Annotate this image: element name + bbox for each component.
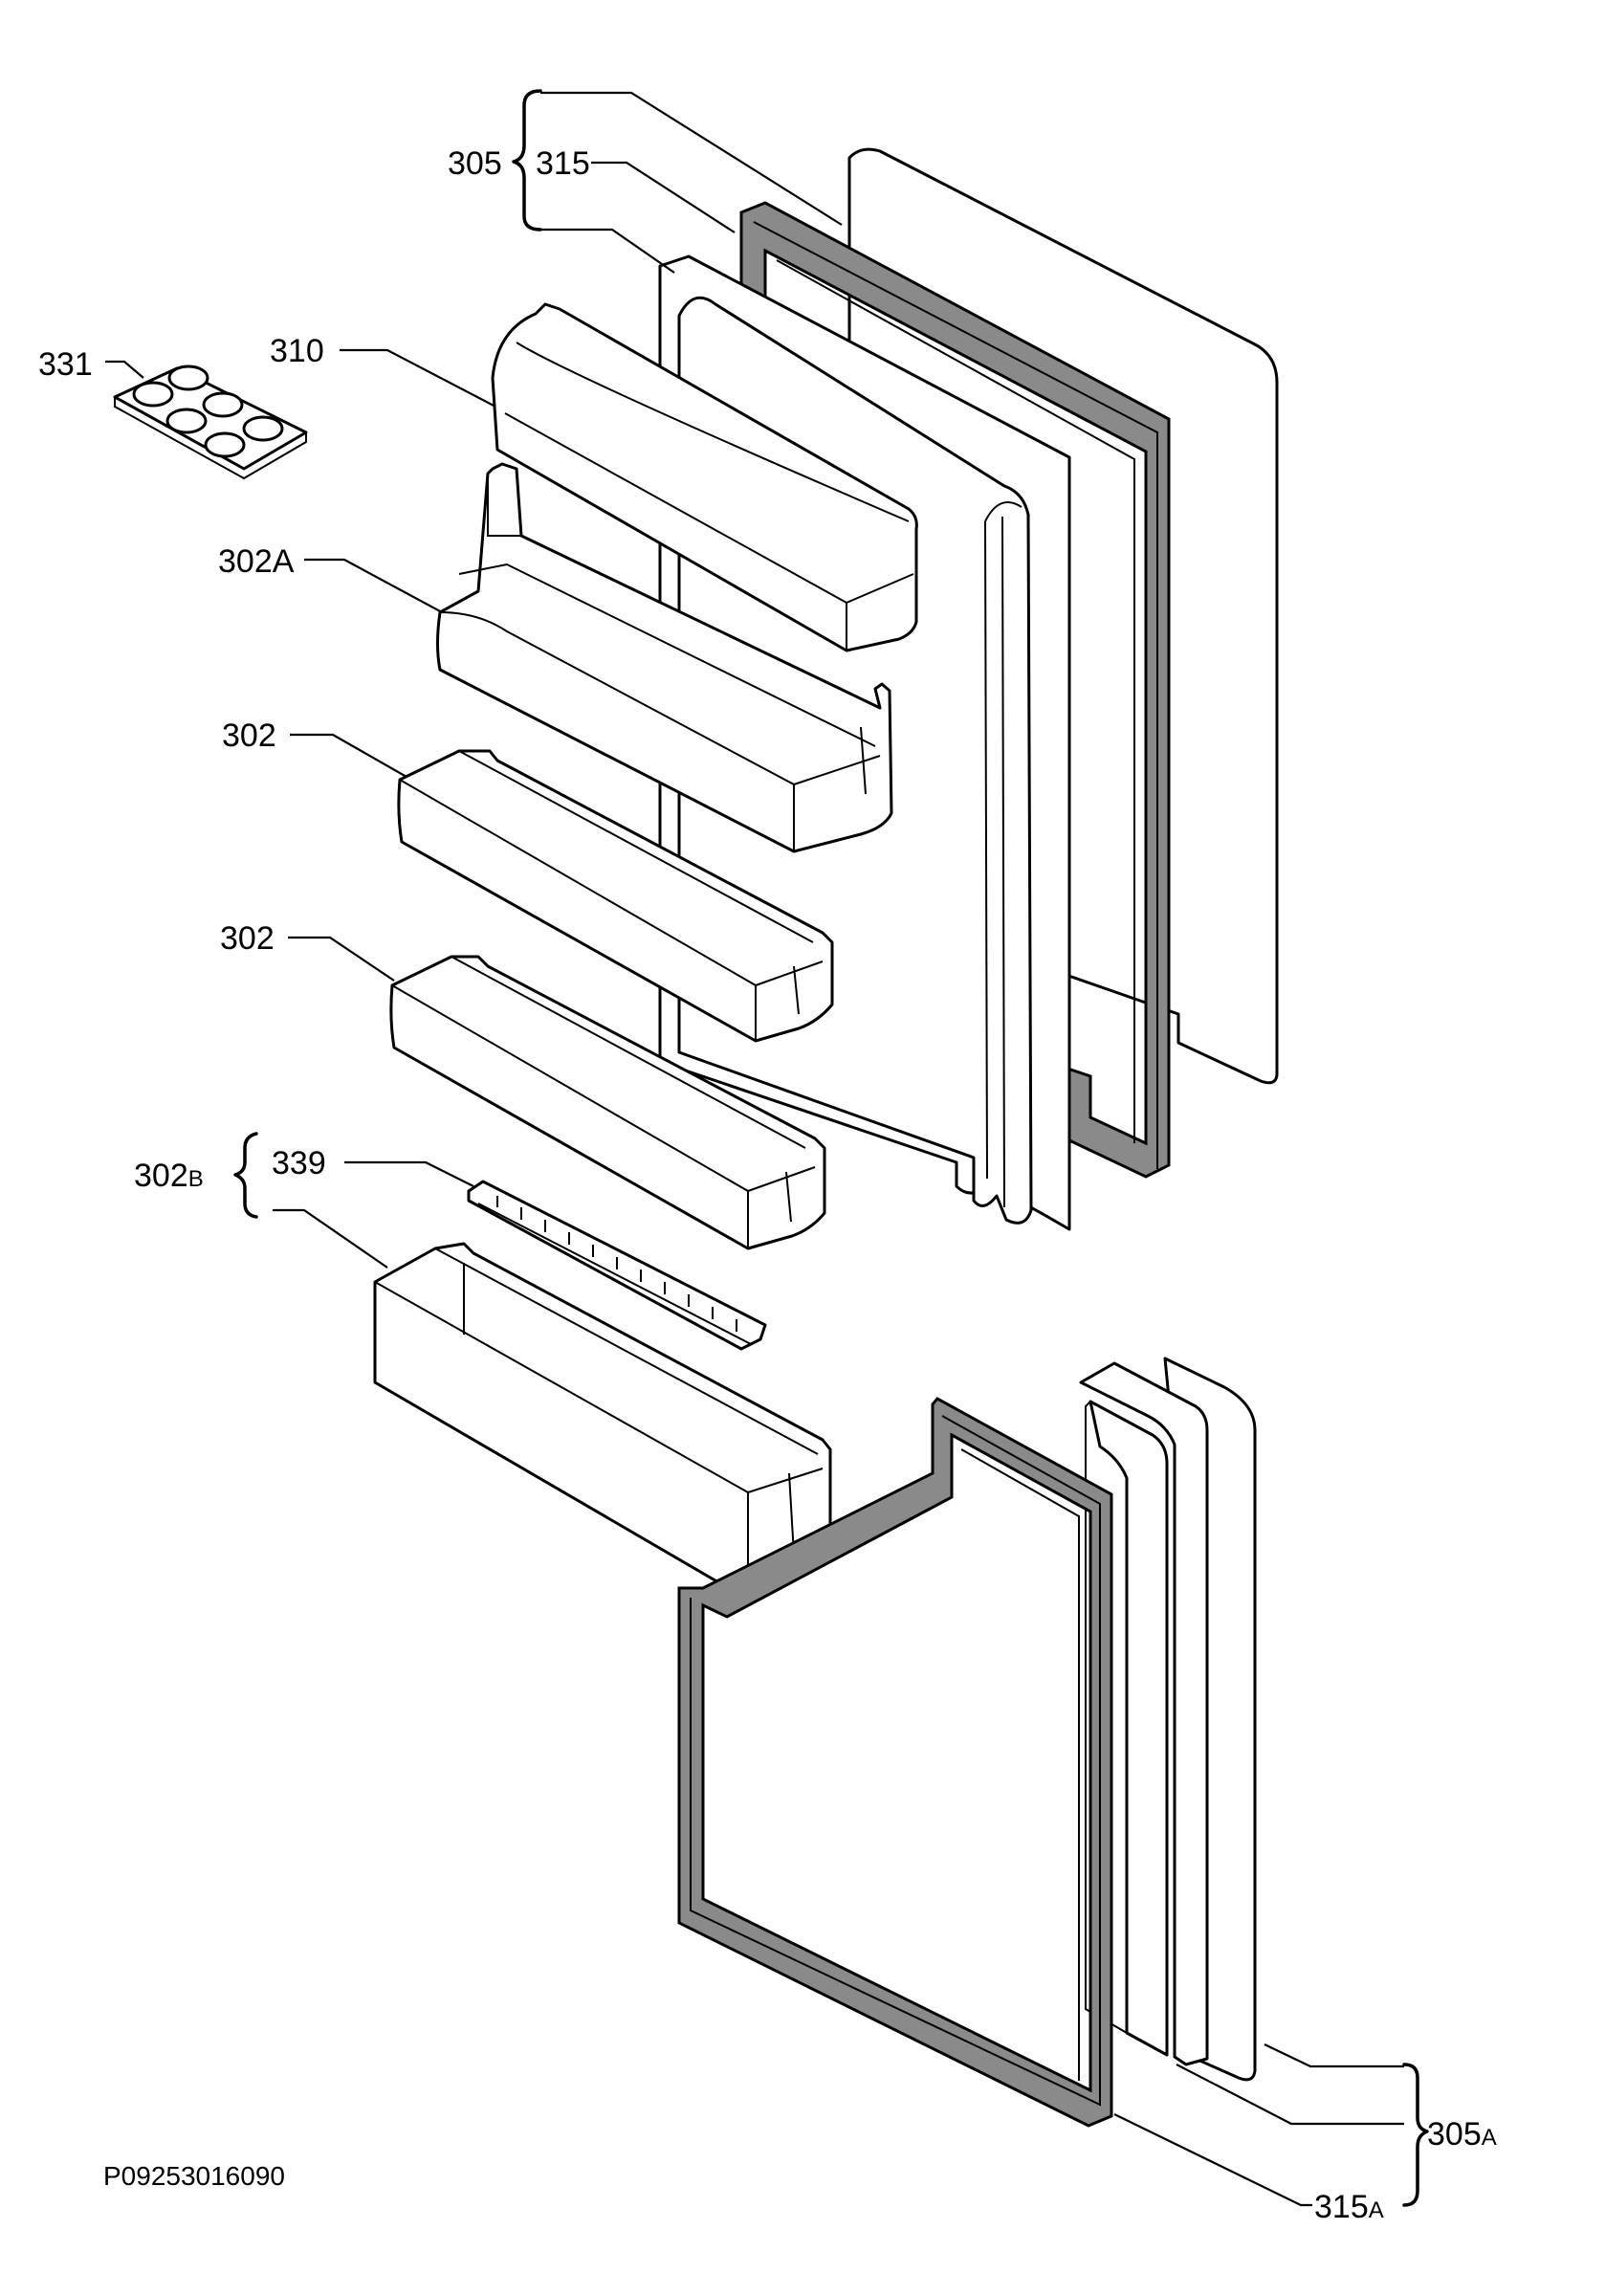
bottle-shelf-302b [373,1242,832,1601]
label-302-lower: 302 [220,920,275,957]
label-302a-suffix: A [273,543,295,580]
label-331: 331 [38,346,93,383]
egg-tray [113,364,308,480]
label-305: 305 [448,145,502,182]
braces [233,89,1429,2207]
label-315: 315 [536,145,590,182]
label-305a-number: 305 [1427,2116,1482,2152]
label-305a-suffix: A [1482,2125,1497,2151]
label-315a-number: 315 [1314,2189,1369,2225]
label-302a: 302A [218,543,295,580]
label-315a-suffix: A [1369,2197,1384,2223]
door-shelf-302-lower [389,955,826,1250]
label-302b-suffix: B [188,1166,204,1192]
door-shelf-302a [436,462,893,853]
bottle-retainer-339 [467,1180,767,1351]
label-302b-number: 302 [134,1158,188,1194]
part-labels: 305 315 331 310 302A 302 302 302B 339 30… [38,145,1497,2225]
leader-lines [105,91,1404,2207]
dairy-compartment-cover [491,302,918,652]
label-302a-number: 302 [218,543,273,580]
brace-305 [512,89,542,232]
brace-302b [233,1132,258,1219]
label-302-upper: 302 [222,718,276,754]
drawing-code: P09253016090 [103,2161,285,2191]
label-302b: 302B [134,1158,204,1194]
label-305a: 305A [1427,2116,1497,2152]
lower-door-gasket [677,1397,1113,2128]
brace-305a [1402,2063,1429,2207]
label-315a: 315A [1314,2189,1384,2225]
label-339: 339 [272,1145,326,1181]
label-310: 310 [270,333,324,369]
lower-door-panel [1079,1357,1257,2082]
door-shelf-302-upper [397,749,834,1043]
